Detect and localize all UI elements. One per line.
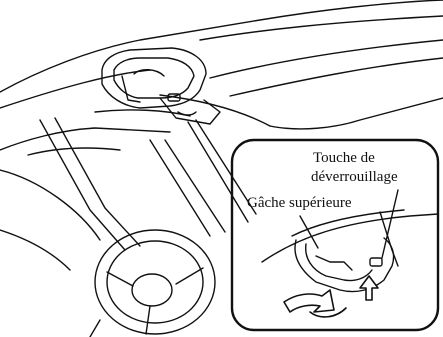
steering-wheel — [90, 230, 215, 337]
upper-latch-leader-line — [300, 216, 318, 248]
windshield-frame — [0, 118, 225, 270]
overhead-console — [102, 48, 220, 124]
unlock-button-label-line2: déverrouillage — [311, 170, 398, 186]
push-up-arrow — [360, 276, 378, 300]
unlock-button-label-line1: Touche de — [313, 151, 375, 167]
rotation-arrow — [284, 290, 334, 312]
roof-headliner-outline — [0, 0, 443, 155]
detail-console — [262, 210, 438, 292]
upper-latch-label: Gâche supérieure — [247, 196, 352, 212]
leader-line — [188, 122, 248, 222]
